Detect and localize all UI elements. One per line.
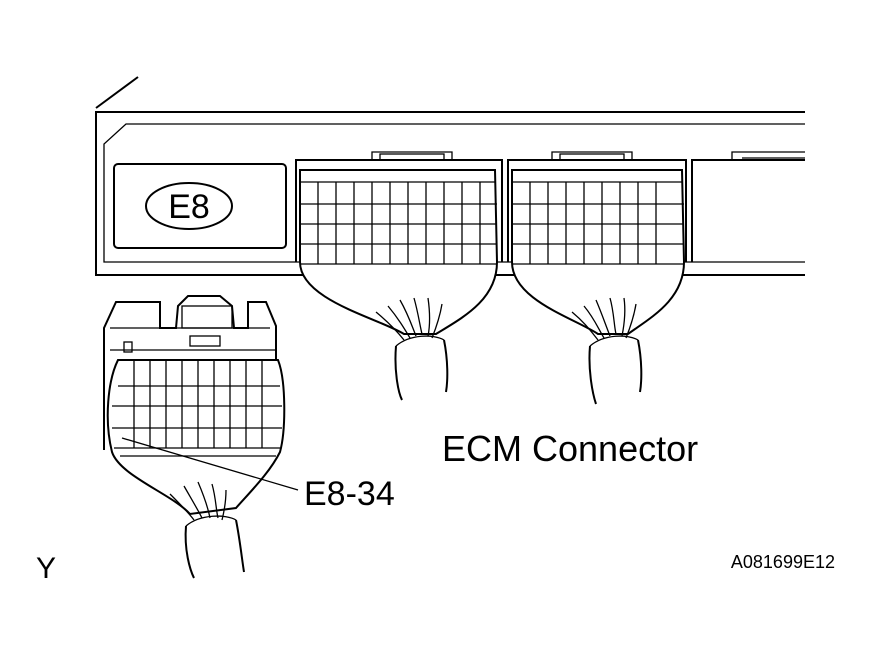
plug-2-terminal-grid: [512, 182, 684, 265]
ecm-connector-caption: ECM Connector: [442, 428, 698, 469]
terminal-label: E8-34: [304, 475, 395, 513]
plug-1-wires: [375, 297, 443, 341]
e8-harness: [184, 515, 245, 579]
plug-2-wires: [571, 297, 637, 341]
ecm-socket-2: [507, 151, 687, 262]
plug-1-terminal-grid: [300, 182, 497, 265]
e8-terminal-grid: [112, 360, 282, 449]
connector-code-label: E8: [168, 188, 210, 226]
view-mark-label: Y: [36, 552, 56, 585]
terminal-leader-line: [121, 437, 299, 491]
e8-panel: E8: [113, 163, 287, 249]
plug-2-harness: [588, 335, 643, 405]
ecm-socket-3: [691, 151, 805, 262]
ecm-socket-1: [295, 151, 503, 262]
plug-1-harness: [394, 335, 449, 401]
mated-plug-1: [299, 169, 499, 401]
e8-plug: [103, 295, 286, 579]
mated-plug-2: [511, 169, 686, 405]
figure-id-label: A081699E12: [731, 552, 835, 572]
